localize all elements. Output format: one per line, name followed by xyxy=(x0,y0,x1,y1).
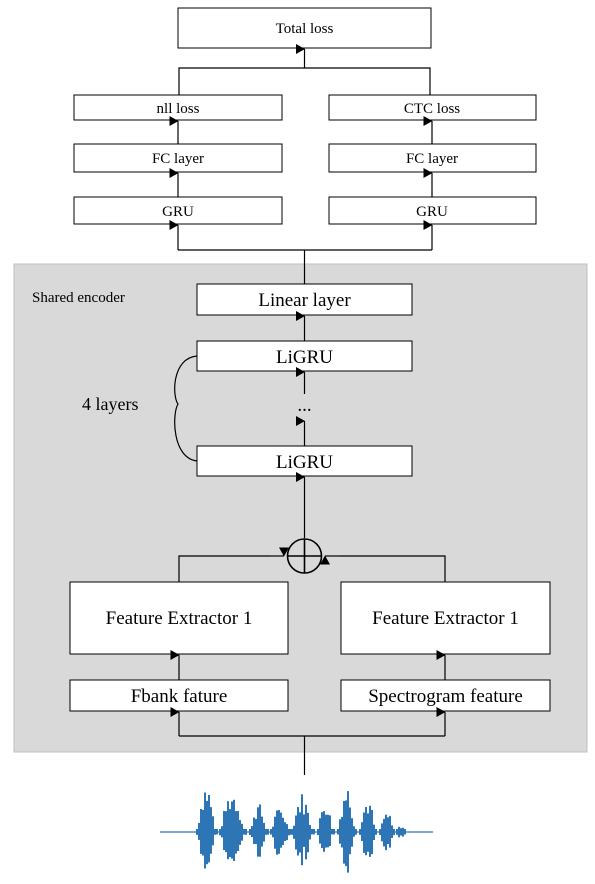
layers-note: 4 layers xyxy=(82,394,138,414)
shared-encoder-label: Shared encoder xyxy=(32,290,125,306)
nll-loss-box xyxy=(73,94,283,121)
total-loss-box xyxy=(177,7,432,49)
audio-waveform-icon xyxy=(160,791,433,873)
linear-layer-box xyxy=(196,283,413,316)
ctc-loss-label: CTC loss xyxy=(404,101,460,117)
shared-encoder-region xyxy=(13,263,588,753)
ligru-bottom-label: LiGRU xyxy=(276,452,333,473)
gru-right-box xyxy=(328,196,537,225)
fe-right-to-sum-line xyxy=(340,555,446,582)
nll-loss-label: nll loss xyxy=(157,101,200,117)
loss-merge-connector xyxy=(178,67,431,95)
fc-layer-left-label: FC layer xyxy=(152,151,204,167)
ligru-bottom-box xyxy=(196,445,413,477)
ctc-loss-box xyxy=(328,94,537,121)
fe-left-to-sum-line xyxy=(178,555,270,582)
fc-layer-right-box xyxy=(328,143,537,173)
gru-left-label: GRU xyxy=(162,204,194,220)
feature-extractor-left-label: Feature Extractor 1 xyxy=(106,608,253,629)
layers-brace xyxy=(174,355,198,462)
spectrogram-feature-label: Spectrogram feature xyxy=(368,686,523,707)
ligru-top-box xyxy=(196,340,413,372)
ligru-ellipsis: ... xyxy=(297,395,311,416)
spectrogram-feature-box xyxy=(340,679,551,712)
fbank-feature-box xyxy=(69,679,289,712)
circled-plus-icon xyxy=(286,538,323,574)
ligru-top-label: LiGRU xyxy=(276,347,333,368)
total-loss-label: Total loss xyxy=(276,21,334,37)
gru-right-label: GRU xyxy=(416,204,448,220)
linear-layer-label: Linear layer xyxy=(258,290,351,311)
fbank-feature-label: Fbank fature xyxy=(131,686,228,707)
fc-layer-left-box xyxy=(73,143,283,173)
fc-layer-right-label: FC layer xyxy=(406,151,458,167)
feature-extractor-left-box xyxy=(69,581,289,655)
feature-extractor-right-label: Feature Extractor 1 xyxy=(372,608,519,629)
feature-extractor-right-box xyxy=(340,581,551,655)
